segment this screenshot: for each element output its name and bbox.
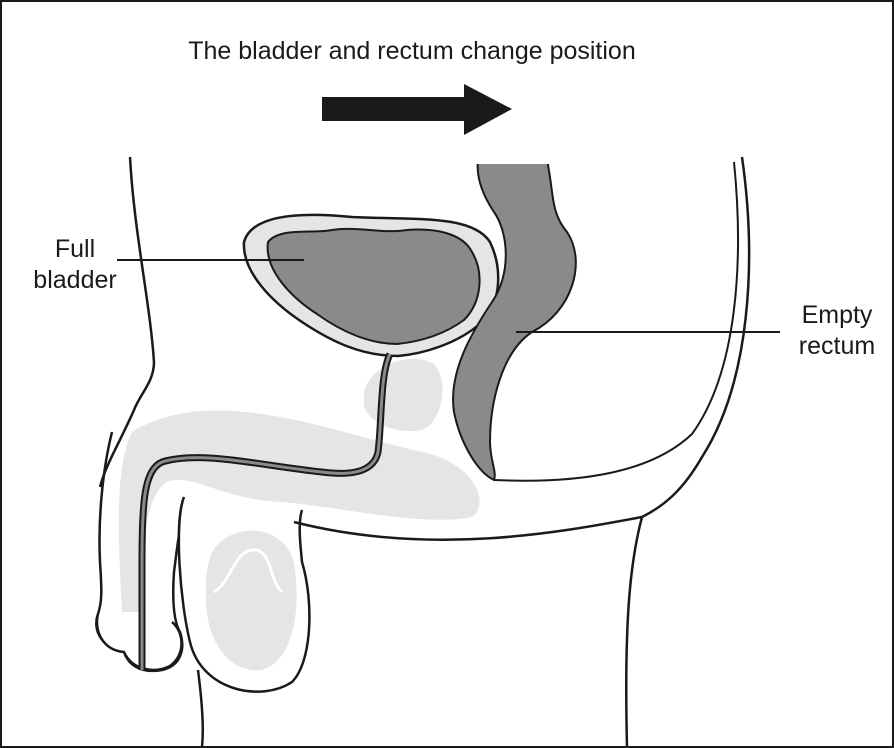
- label-full-bladder-line2: bladder: [20, 265, 130, 296]
- bladder-content: [268, 229, 480, 344]
- label-empty-rectum-line2: rectum: [782, 331, 892, 362]
- label-empty-rectum-line1: Empty: [782, 300, 892, 331]
- label-full-bladder-line1: Full: [20, 234, 130, 265]
- prostate: [364, 359, 443, 431]
- body-back-outline: [626, 157, 749, 747]
- rectum-top-fade: [472, 152, 557, 164]
- right-arrow-icon: [322, 84, 512, 135]
- label-full-bladder: Full bladder: [20, 234, 130, 296]
- diagram-title: The bladder and rectum change position: [2, 36, 822, 67]
- label-empty-rectum: Empty rectum: [782, 300, 892, 362]
